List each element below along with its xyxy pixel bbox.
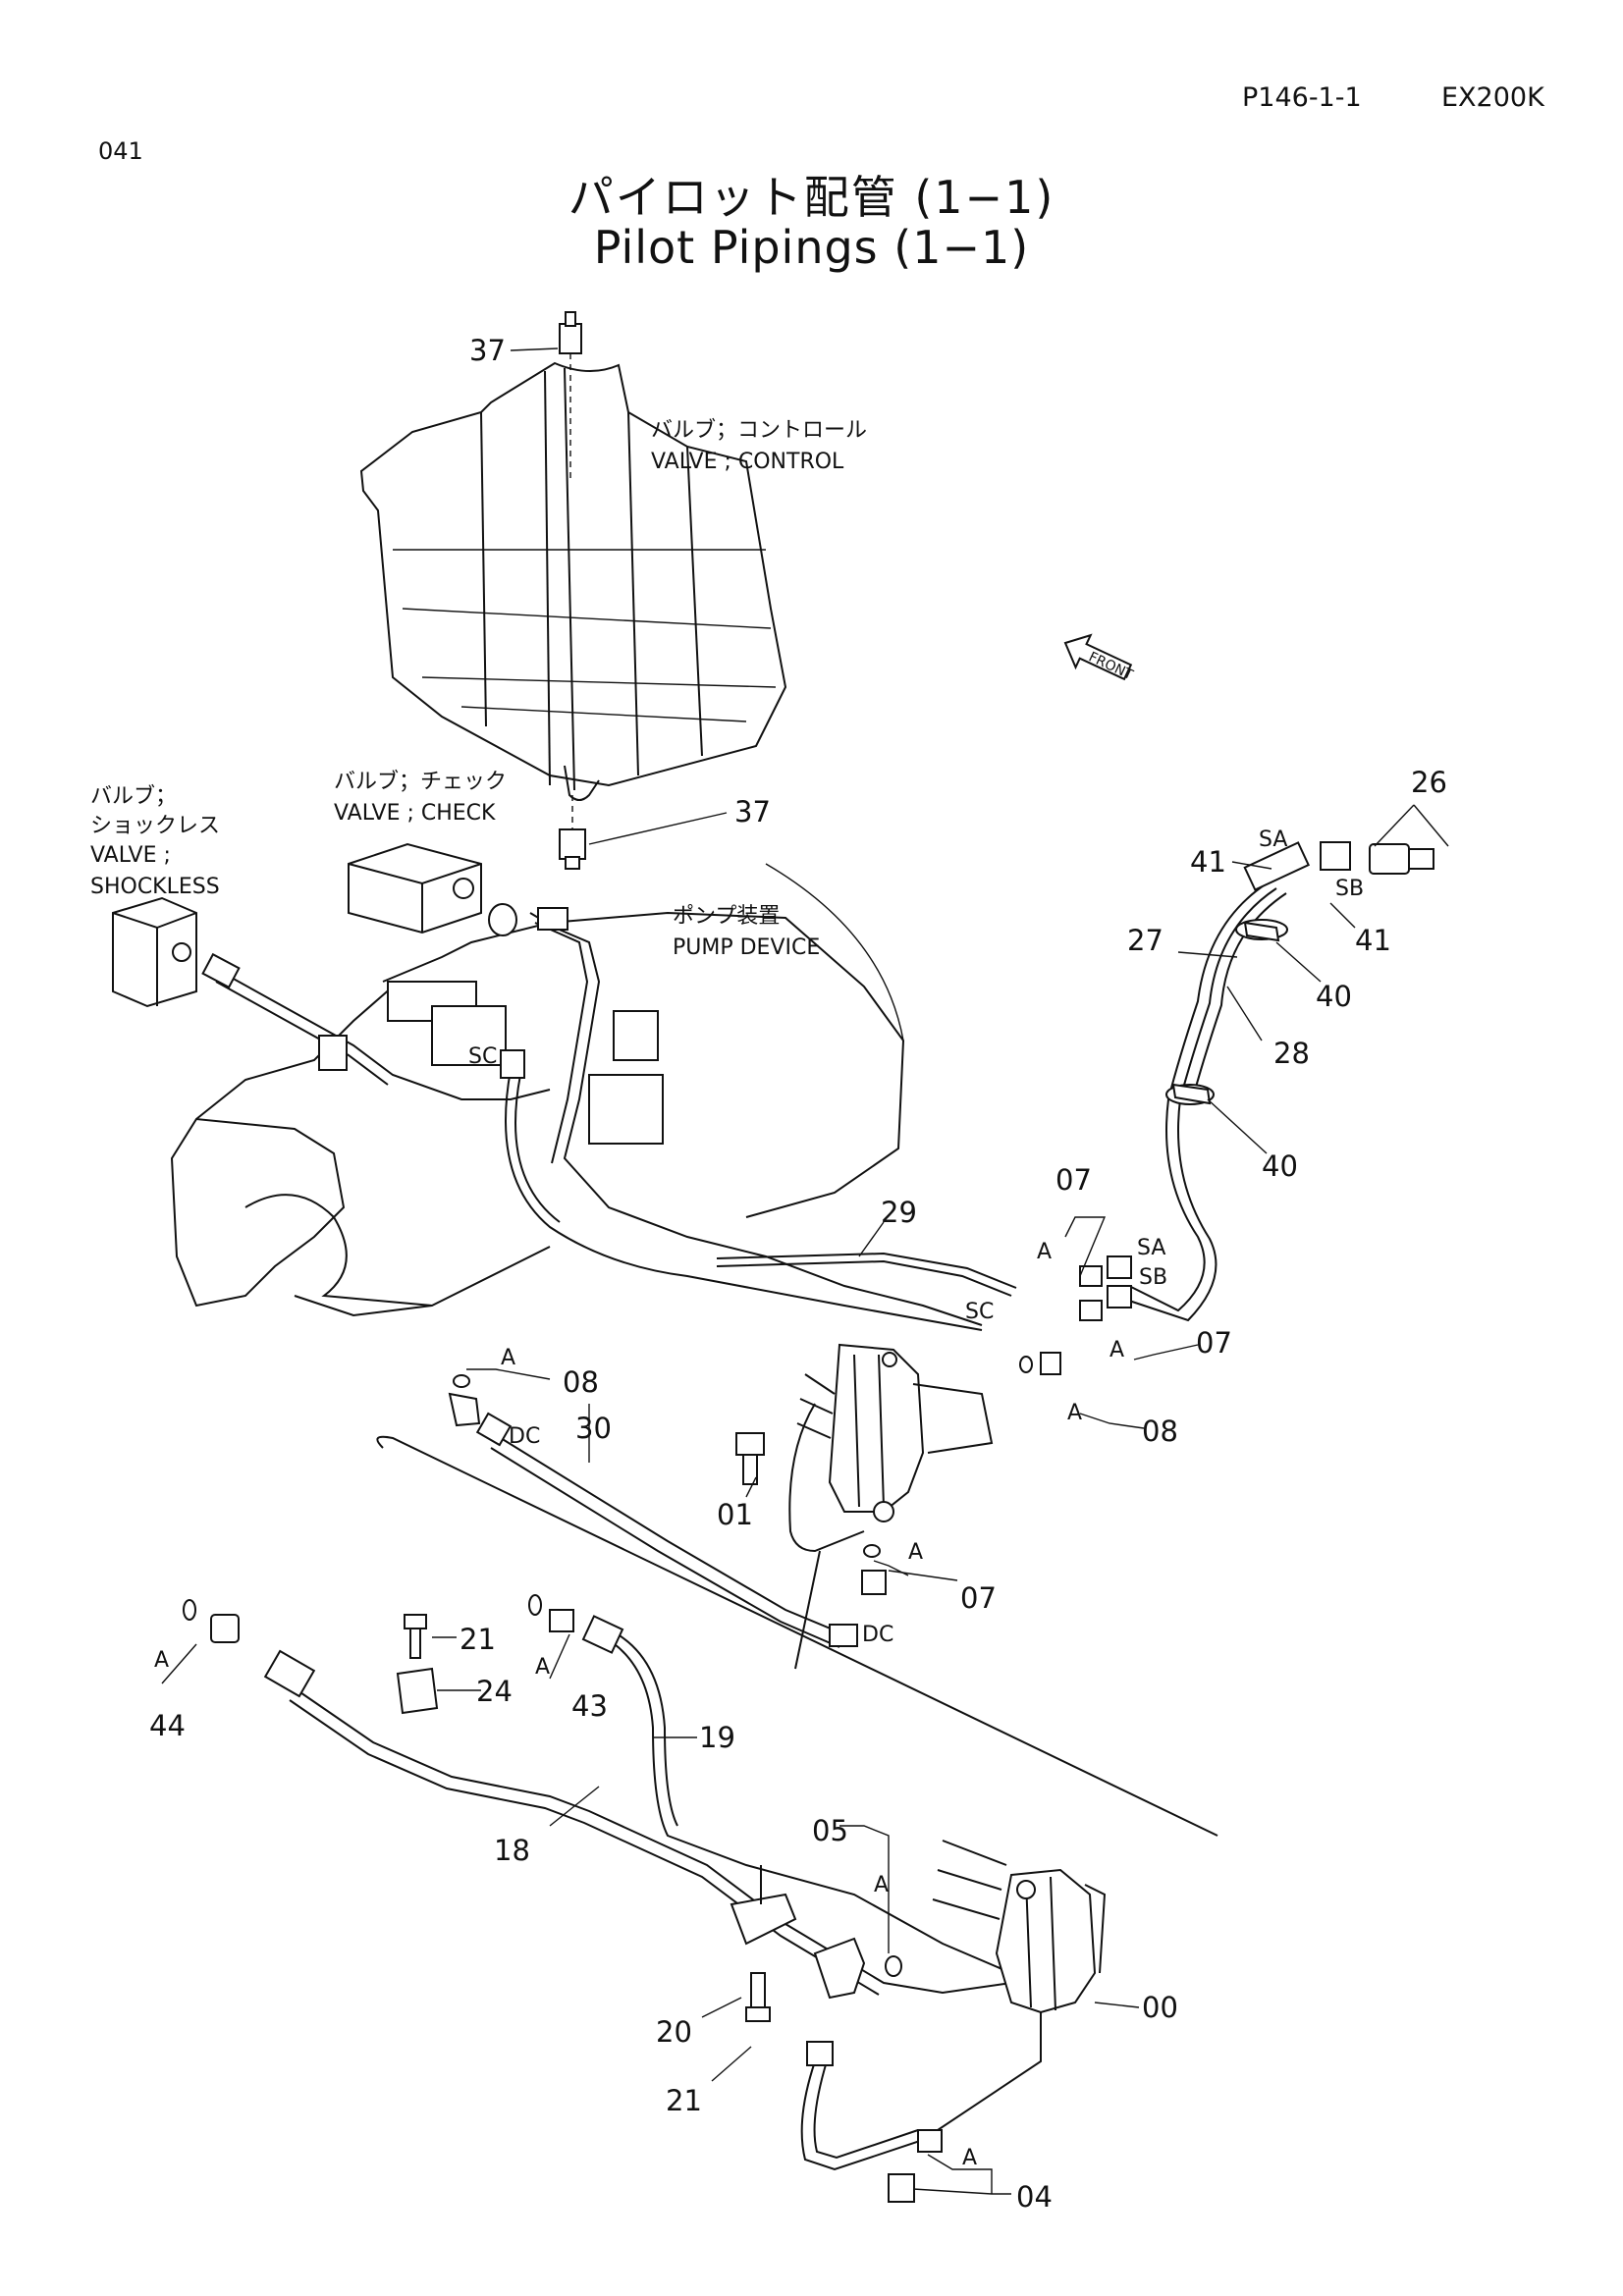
callout-27: 27 <box>1127 924 1163 957</box>
a-mark: A <box>1037 1240 1052 1264</box>
port-mark-sc-1: SC <box>468 1044 497 1069</box>
pipe-check-line <box>488 903 983 1326</box>
callout-19: 19 <box>699 1721 735 1754</box>
control-valve-label-ja: バルブ；コントロール <box>651 418 867 443</box>
callout-04: 04 <box>1016 2180 1053 2214</box>
control-valve-drawing <box>359 361 787 801</box>
callout-41-a: 41 <box>1190 845 1226 879</box>
callout-07-a: 07 <box>1055 1163 1092 1197</box>
callout-07-b: 07 <box>1196 1326 1232 1360</box>
part-37-top <box>559 311 582 481</box>
pump-device-label-ja: ポンプ装置 <box>673 904 780 929</box>
pipe-shockless-line <box>201 952 551 1100</box>
part-43 <box>528 1594 574 1632</box>
title-japanese: パイロット配管 (1−1) <box>568 171 1055 224</box>
callout-28: 28 <box>1273 1037 1310 1070</box>
callout-30: 30 <box>575 1412 612 1445</box>
callout-08-a: 08 <box>1142 1415 1178 1448</box>
port-mark-dc-1: DC <box>509 1424 540 1449</box>
front-arrow: FRONT <box>1063 633 1136 683</box>
pipe-lower-loop <box>800 1983 1042 2171</box>
a-mark: A <box>1067 1401 1082 1425</box>
check-valve-label-en: VALVE ; CHECK <box>334 801 496 826</box>
a-mark: A <box>154 1648 169 1673</box>
port-mark-sa-2: SA <box>1137 1236 1165 1260</box>
model-code: EX200K <box>1441 82 1544 113</box>
clamp-40 <box>1171 921 1280 1105</box>
callout-08-b: 08 <box>563 1365 599 1399</box>
callout-21-b: 21 <box>666 2084 702 2117</box>
a-mark: A <box>501 1346 515 1370</box>
part-21-upper <box>404 1614 427 1659</box>
part-21-lower <box>745 1972 771 2022</box>
part-20 <box>730 1865 797 1946</box>
part-07-lower <box>861 1544 887 1595</box>
part-07-upper <box>1079 1255 1132 1321</box>
a-mark: A <box>535 1655 550 1680</box>
callout-21-a: 21 <box>460 1623 496 1656</box>
callout-29: 29 <box>881 1196 917 1229</box>
callout-24: 24 <box>476 1675 513 1708</box>
a-mark: A <box>962 2146 977 2170</box>
callout-44: 44 <box>149 1709 186 1742</box>
part-04 <box>888 2129 943 2203</box>
callout-40-a: 40 <box>1316 980 1352 1013</box>
part-44 <box>183 1599 240 1643</box>
callout-18: 18 <box>494 1834 530 1867</box>
port-mark-sc-2: SC <box>965 1300 994 1324</box>
pilot-valve-lower <box>932 1840 1107 2014</box>
callout-26: 26 <box>1411 766 1447 799</box>
callout-40-b: 40 <box>1262 1149 1298 1183</box>
front-arrow-text: FRONT <box>1086 649 1136 683</box>
callout-07-c: 07 <box>960 1581 997 1615</box>
pipe-30 <box>475 1412 858 1648</box>
shockless-valve-label-en-1: VALVE ; <box>90 843 171 868</box>
port-mark-dc-2: DC <box>862 1623 893 1647</box>
shockless-valve-label-en-2: SHOCKLESS <box>90 875 220 899</box>
pilot-valve-upper <box>788 1343 994 1553</box>
callout-43: 43 <box>571 1689 608 1723</box>
part-08-right <box>1019 1352 1061 1375</box>
check-valve-drawing <box>348 842 482 934</box>
shockless-valve-label-ja-1: バルブ； <box>90 784 177 809</box>
port-mark-sa-1: SA <box>1259 828 1287 852</box>
leader-section <box>794 1550 821 1670</box>
pipe-18 <box>263 1649 1042 1996</box>
part-01 <box>735 1432 765 1485</box>
pump-device-drawing <box>170 863 905 1317</box>
section-line <box>376 1435 1218 1837</box>
callout-05: 05 <box>812 1814 848 1847</box>
pipe-29 <box>716 1252 1017 1297</box>
pipe-19 <box>581 1615 1012 1974</box>
callout-01: 01 <box>717 1498 753 1531</box>
shockless-valve-label-ja-2: ショックレス <box>90 814 220 838</box>
callout-37-mid: 37 <box>734 795 771 828</box>
part-37-mid <box>559 795 586 870</box>
leader-lines <box>161 347 1449 2195</box>
port-mark-sb-1: SB <box>1335 877 1364 901</box>
check-valve-label-ja: バルブ；チェック <box>334 770 507 794</box>
pump-device-label-en: PUMP DEVICE <box>673 935 820 960</box>
page-code: P146-1-1 <box>1242 82 1362 113</box>
a-mark: A <box>874 1873 889 1897</box>
callout-00: 00 <box>1142 1991 1178 2024</box>
part-26 <box>1320 841 1434 875</box>
pipe-sc-line <box>500 1049 983 1331</box>
part-05 <box>813 1937 902 2000</box>
control-valve-label-en: VALVE ; CONTROL <box>651 450 844 474</box>
callout-41-b: 41 <box>1355 924 1391 957</box>
sheet-number: 041 <box>98 137 143 165</box>
part-24 <box>396 1667 439 1715</box>
port-mark-sb-2: SB <box>1139 1265 1167 1290</box>
callout-37-top: 37 <box>469 334 506 367</box>
title-english: Pilot Pipings (1−1) <box>593 221 1030 274</box>
shockless-valve-drawing <box>112 896 197 1008</box>
a-mark: A <box>908 1540 923 1565</box>
callout-20: 20 <box>656 2015 692 2049</box>
a-mark: A <box>1109 1338 1124 1362</box>
part-08-left <box>448 1374 481 1427</box>
